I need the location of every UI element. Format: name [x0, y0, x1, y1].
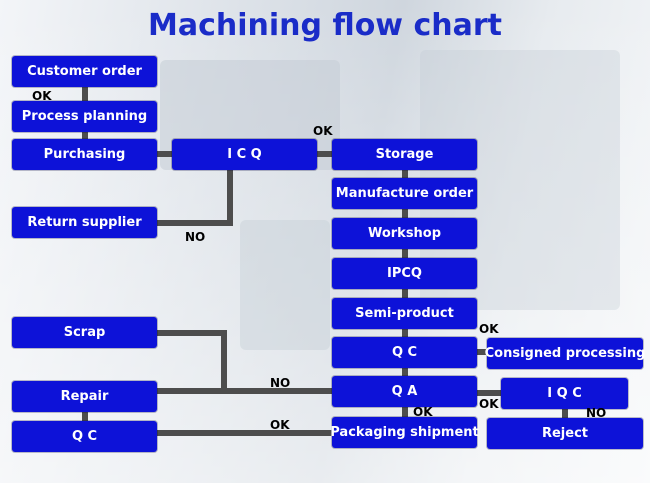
ok-label: OK: [270, 418, 290, 432]
connector: [82, 132, 88, 140]
return-supplier-box: Return supplier: [12, 207, 157, 238]
connector: [562, 407, 568, 419]
connector: [157, 388, 333, 394]
ok-label: OK: [479, 322, 499, 336]
no-label: NO: [586, 406, 607, 420]
connector: [227, 169, 233, 226]
connector: [476, 390, 502, 396]
consigned-processing-box: Consigned processing: [485, 338, 645, 369]
connector: [476, 349, 488, 355]
ok-label: OK: [479, 397, 499, 411]
ok-label: OK: [32, 89, 52, 103]
workshop-box: Workshop: [332, 218, 477, 249]
purchasing-box: Purchasing: [12, 139, 157, 170]
no-label: NO: [270, 376, 291, 390]
customer-order-box: Customer order: [12, 56, 157, 87]
manufacture-order-box: Manufacture order: [332, 178, 477, 209]
qc-box: Q C: [332, 337, 477, 368]
ok-label: OK: [313, 124, 333, 138]
repair-box: Repair: [12, 381, 157, 412]
connector: [317, 151, 333, 157]
connector: [157, 220, 233, 226]
qa-box: Q A: [332, 376, 477, 407]
connector: [82, 86, 88, 102]
icq-box: I C Q: [172, 139, 317, 170]
connector: [402, 169, 408, 419]
connector: [82, 411, 88, 422]
packaging-shipment-box: Packaging shipment: [330, 417, 479, 448]
no-label: NO: [185, 230, 206, 244]
process-planning-box: Process planning: [12, 101, 157, 132]
connector: [157, 151, 173, 157]
scrap-box: Scrap: [12, 317, 157, 348]
reject-box: Reject: [487, 418, 643, 449]
storage-box: Storage: [332, 139, 477, 170]
page-title: Machining flow chart: [148, 8, 502, 43]
semi-product-box: Semi-product: [332, 298, 477, 329]
connector: [157, 330, 227, 336]
background-machine-shape: [240, 220, 330, 350]
connector: [221, 330, 227, 394]
iqc-box: I Q C: [501, 378, 628, 409]
ok-label: OK: [413, 405, 433, 419]
qc-left-box: Q C: [12, 421, 157, 452]
ipcq-box: IPCQ: [332, 258, 477, 289]
connector: [157, 430, 333, 436]
